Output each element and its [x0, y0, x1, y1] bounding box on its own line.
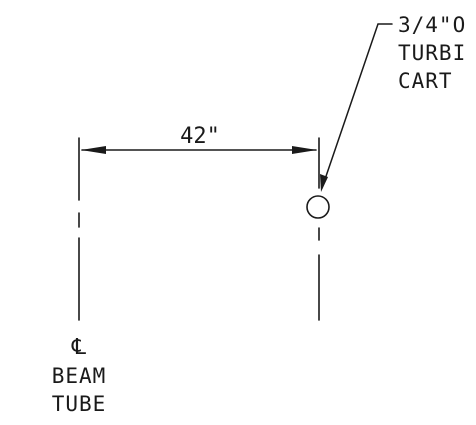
leader-arrowhead: [320, 174, 328, 192]
callout-line-3: CART: [398, 69, 453, 93]
left-arrowhead: [81, 146, 106, 154]
dimension-value: 42": [180, 124, 220, 149]
dimension-line: [81, 146, 317, 154]
right-arrowhead: [292, 146, 317, 154]
centerline-label-tube: TUBE: [52, 392, 107, 416]
callout-text: 3/4"O TURBI CART: [398, 13, 466, 93]
turbine-circle: [306, 195, 330, 219]
centerline-label: ℄ BEAM TUBE: [52, 335, 107, 416]
centerline-label-beam: BEAM: [52, 364, 107, 388]
centerline-symbol: ℄: [71, 335, 87, 360]
callout-line-1: 3/4"O: [398, 13, 466, 37]
callout-line-2: TURBI: [398, 41, 466, 65]
callout-leader: [320, 23, 393, 192]
